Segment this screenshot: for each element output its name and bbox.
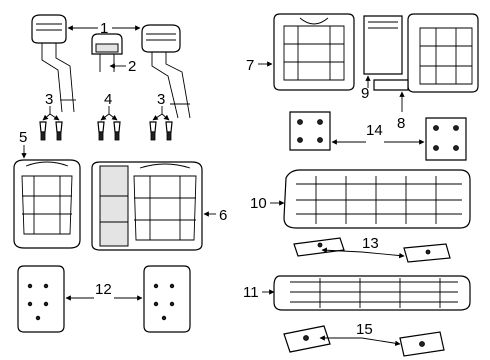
seat-pan-left: [17, 265, 65, 333]
callout-7: 7: [246, 57, 254, 74]
latch-plate-left: [283, 325, 331, 353]
callout-2: 2: [128, 58, 136, 75]
callout-8: 8: [397, 115, 405, 132]
seat-cushion: [283, 169, 471, 229]
seat-back-right: [91, 161, 203, 251]
callout-9: 9: [361, 85, 369, 102]
callout-13: 13: [362, 235, 379, 252]
callout-5: 5: [19, 129, 27, 146]
callout-15: 15: [356, 321, 373, 338]
callout-1: 1: [100, 20, 108, 37]
seat-back-panel: [363, 15, 403, 75]
headrest-guide-pair-center: [97, 121, 121, 141]
bracket-right: [425, 117, 467, 161]
callout-4: 4: [104, 91, 112, 108]
support-bracket-right: [403, 243, 451, 263]
callout-3-right: 3: [157, 91, 165, 108]
seat-back-left: [13, 159, 81, 249]
support-bracket-left: [293, 237, 345, 257]
callout-14: 14: [366, 122, 383, 139]
callout-11: 11: [243, 284, 259, 301]
bracket-left: [289, 111, 331, 151]
latch-plate-right: [399, 331, 445, 357]
headrest-guide-pair-right: [149, 121, 173, 141]
hinge-bracket: [373, 79, 409, 91]
seat-cushion-frame: [273, 275, 471, 311]
headrest-left: [31, 14, 76, 113]
headrest-center: [91, 33, 123, 72]
leader-lines: [21, 25, 425, 346]
seat-pan-right: [143, 265, 191, 333]
headrest-right: [141, 24, 191, 119]
seat-back-frame-right: [407, 13, 479, 93]
callout-3-left: 3: [45, 91, 53, 108]
seat-back-frame-left: [273, 13, 355, 91]
callout-12: 12: [95, 281, 112, 298]
callout-10: 10: [250, 195, 267, 212]
callout-6: 6: [219, 207, 227, 224]
headrest-guide-pair-left: [39, 121, 63, 141]
